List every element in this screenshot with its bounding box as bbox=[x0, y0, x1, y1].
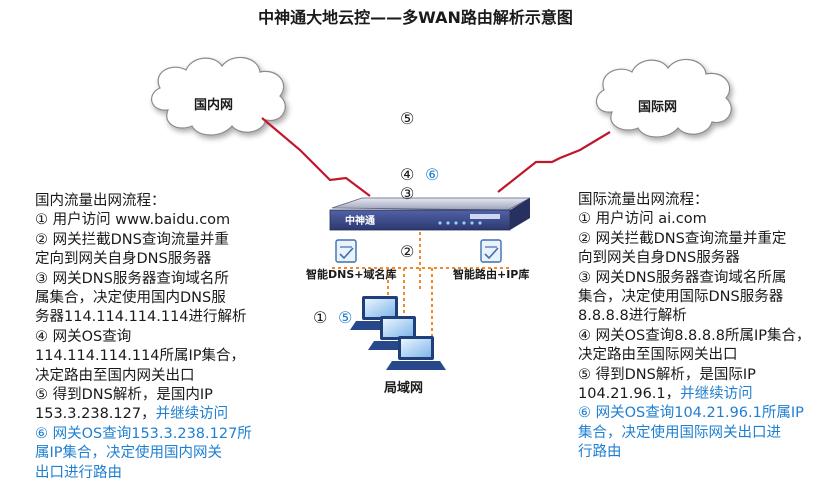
flow-line: ④ 网关OS查询 bbox=[35, 328, 132, 345]
laptop-icon bbox=[386, 336, 446, 370]
flow-line: 集合，决定使用国际DNS服务器 bbox=[578, 289, 784, 306]
domestic-link bbox=[261, 117, 371, 197]
flow-line: 属集合，决定使用国内DNS服 bbox=[35, 290, 226, 307]
flow-line: ⑤ 得到DNS解析，是国际IP bbox=[578, 366, 756, 383]
step-marker-6: ⑥ bbox=[425, 165, 440, 184]
step-marker-5-lan: ⑤ bbox=[338, 308, 353, 327]
dns-domain-library-icon bbox=[335, 239, 357, 263]
international-cloud-label: 国际网 bbox=[638, 100, 678, 115]
step-marker-5-top: ⑤ bbox=[400, 109, 415, 128]
flow-line: 务器114.114.114.114进行解析 bbox=[35, 309, 247, 326]
flow-line: 决定路由至国内网关出口 bbox=[35, 367, 195, 384]
international-cloud bbox=[595, 58, 732, 138]
step-marker-3: ③ bbox=[400, 184, 415, 203]
flow-line-blue: 出口进行路由 bbox=[35, 464, 122, 481]
flow-line-blue: 属IP集合，决定使用国内网关 bbox=[35, 445, 223, 462]
flow-line: 114.114.114.114所属IP集合， bbox=[35, 348, 246, 365]
flow-line: ③ 网关DNS服务器查询域名所 bbox=[35, 270, 229, 287]
flow-line-ip: 153.3.238.127，并继续访问 bbox=[35, 405, 275, 424]
international-link bbox=[497, 131, 611, 193]
flow-line: 向到网关自身DNS服务器 bbox=[578, 250, 740, 267]
international-flow-panel: 国际流量出网流程： ① 用户访问 ai.com ② 网关拦截DNS查询流量并重定… bbox=[578, 191, 828, 463]
panel-heading: 国际流量出网流程： bbox=[578, 192, 709, 208]
domestic-cloud bbox=[151, 56, 286, 136]
step-marker-1: ① bbox=[313, 308, 328, 327]
flow-line: 决定路由至国际网关出口 bbox=[578, 347, 738, 364]
router-brand: 中神通 bbox=[345, 216, 375, 227]
flow-line: ② 网关拦截DNS查询流量并重定 bbox=[578, 230, 787, 247]
diagram-title: 中神通大地云控——多WAN路由解析示意图 bbox=[258, 8, 573, 27]
flow-line-ip: 104.21.96.1，并继续访问 bbox=[578, 385, 828, 404]
resolved-ip: 104.21.96.1， bbox=[578, 386, 681, 403]
continue-access: 并继续访问 bbox=[680, 386, 753, 403]
flow-line-blue: ⑥ 网关OS查询153.3.238.127所 bbox=[35, 425, 252, 442]
router-device bbox=[329, 197, 531, 231]
flow-line: ② 网关拦截DNS查询流量并重 bbox=[35, 231, 229, 248]
flow-line: ⑤ 得到DNS解析，是国内IP bbox=[35, 387, 213, 404]
laptop-icon bbox=[350, 296, 410, 330]
step-marker-2: ② bbox=[400, 242, 415, 261]
flow-line: ① 用户访问 www.baidu.com bbox=[35, 212, 231, 229]
lan-links bbox=[332, 232, 510, 340]
flow-line: ③ 网关DNS服务器查询域名所属 bbox=[578, 269, 787, 286]
flow-line-blue: 行路由 bbox=[578, 444, 622, 461]
step-marker-4: ④ bbox=[400, 165, 415, 184]
domestic-flow-panel: 国内流量出网流程： ① 用户访问 www.baidu.com ② 网关拦截DNS… bbox=[35, 192, 275, 483]
lan-label: 局域网 bbox=[384, 381, 424, 396]
flow-line: ① 用户访问 ai.com bbox=[578, 211, 707, 228]
flow-line: 8.8.8.8进行解析 bbox=[578, 308, 687, 325]
domestic-cloud-label: 国内网 bbox=[194, 98, 234, 113]
flow-line: 定向到网关自身DNS服务器 bbox=[35, 251, 212, 268]
dns-domain-library-label: 智能DNS+域名库 bbox=[306, 268, 397, 281]
routing-ip-library-icon bbox=[480, 239, 502, 263]
panel-heading: 国内流量出网流程： bbox=[35, 193, 166, 209]
continue-access: 并继续访问 bbox=[155, 406, 229, 423]
flow-line-blue: 集合，决定使用国际网关出口进 bbox=[578, 424, 781, 441]
flow-line: ④ 网关OS查询8.8.8.8所属IP集合， bbox=[578, 327, 811, 344]
flow-line-blue: ⑥ 网关OS查询104.21.96.1所属IP bbox=[578, 405, 804, 422]
resolved-ip: 153.3.238.127， bbox=[35, 406, 156, 423]
routing-ip-library-label: 智能路由+IP库 bbox=[453, 268, 530, 281]
